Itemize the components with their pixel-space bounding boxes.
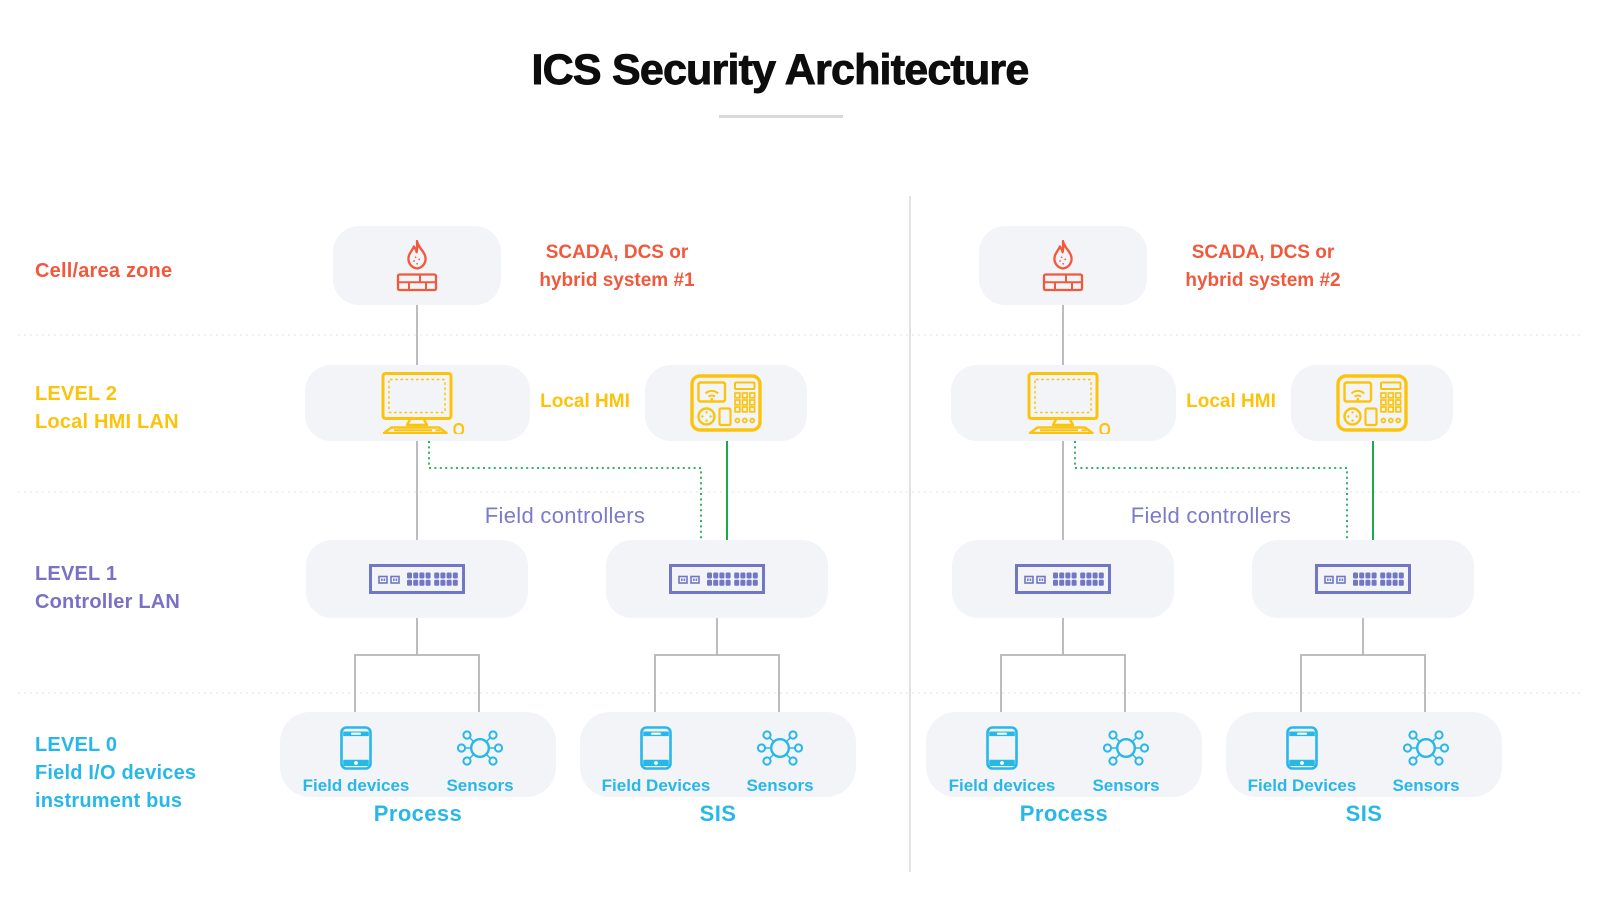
hmi-panel-icon [1336, 374, 1408, 432]
sensors-item: Sensors [1056, 721, 1196, 796]
field-devices-item: Field Devices [586, 721, 726, 796]
hmi-panel-icon [690, 374, 762, 432]
field-devices-item: Field Devices [1232, 721, 1372, 796]
workstation-icon [1027, 372, 1110, 434]
field-controllers-text: Field controllers [1130, 503, 1292, 528]
sensor-hub-icon [753, 721, 807, 775]
sensor-hub-icon [453, 721, 507, 775]
label-cell-area-zone: Cell/area zone [35, 260, 173, 282]
workstation-icon [381, 372, 464, 434]
firewall-node [979, 226, 1147, 305]
process-switch-node [306, 540, 528, 618]
sis-devices-node: Field Devices Sensors [1226, 712, 1502, 797]
process-label: Process [1019, 801, 1109, 826]
hmi-workstation-node [951, 365, 1176, 441]
local-hmi-text: Local HMI [540, 391, 630, 412]
field-devices-item: Field devices [286, 721, 426, 796]
label-level1: LEVEL 1 Controller LAN [35, 563, 181, 613]
title-underline [719, 115, 843, 118]
field-controllers-text: Field controllers [484, 503, 646, 528]
label-level0: LEVEL 0 Field I/O devices instrument bus [35, 734, 197, 812]
ethernet-switch-icon [669, 564, 765, 594]
smartphone-icon [340, 721, 372, 775]
firewall-icon [396, 239, 438, 291]
ethernet-switch-icon [369, 564, 465, 594]
smartphone-icon [986, 721, 1018, 775]
sis-switch-node [606, 540, 828, 618]
zone-system-2: SCADA, DCS or hybrid system #2 Local HMI [646, 0, 1556, 900]
sensors-item: Sensors [1356, 721, 1496, 796]
sensor-hub-icon [1399, 721, 1453, 775]
sensors-item: Sensors [410, 721, 550, 796]
sis-label: SIS [1345, 801, 1383, 826]
ethernet-switch-icon [1015, 564, 1111, 594]
sensor-hub-icon [1099, 721, 1153, 775]
hmi-workstation-node [305, 365, 530, 441]
process-switch-node [952, 540, 1174, 618]
ethernet-switch-icon [1315, 564, 1411, 594]
sis-label: SIS [699, 801, 737, 826]
sis-switch-node [1252, 540, 1474, 618]
firewall-icon [1042, 239, 1084, 291]
firewall-node [333, 226, 501, 305]
smartphone-icon [640, 721, 672, 775]
label-level2: LEVEL 2 Local HMI LAN [35, 383, 179, 433]
process-devices-node: Field devices Sensors [280, 712, 556, 797]
hmi-panel-node [1291, 365, 1453, 441]
process-label: Process [373, 801, 463, 826]
page-title: ICS Security Architecture [531, 46, 1030, 95]
process-devices-node: Field devices Sensors [926, 712, 1202, 797]
smartphone-icon [1286, 721, 1318, 775]
scada-text: SCADA, DCS or hybrid system #2 [1185, 242, 1341, 291]
field-devices-item: Field devices [932, 721, 1072, 796]
zone-system-1: SCADA, DCS or hybrid system #1 Local HMI [280, 226, 856, 826]
local-hmi-text: Local HMI [1186, 391, 1276, 412]
sensors-item: Sensors [710, 721, 850, 796]
sis-devices-node: Field Devices Sensors [580, 712, 856, 797]
hmi-panel-node [645, 365, 807, 441]
scada-text: SCADA, DCS or hybrid system #1 [539, 242, 695, 291]
